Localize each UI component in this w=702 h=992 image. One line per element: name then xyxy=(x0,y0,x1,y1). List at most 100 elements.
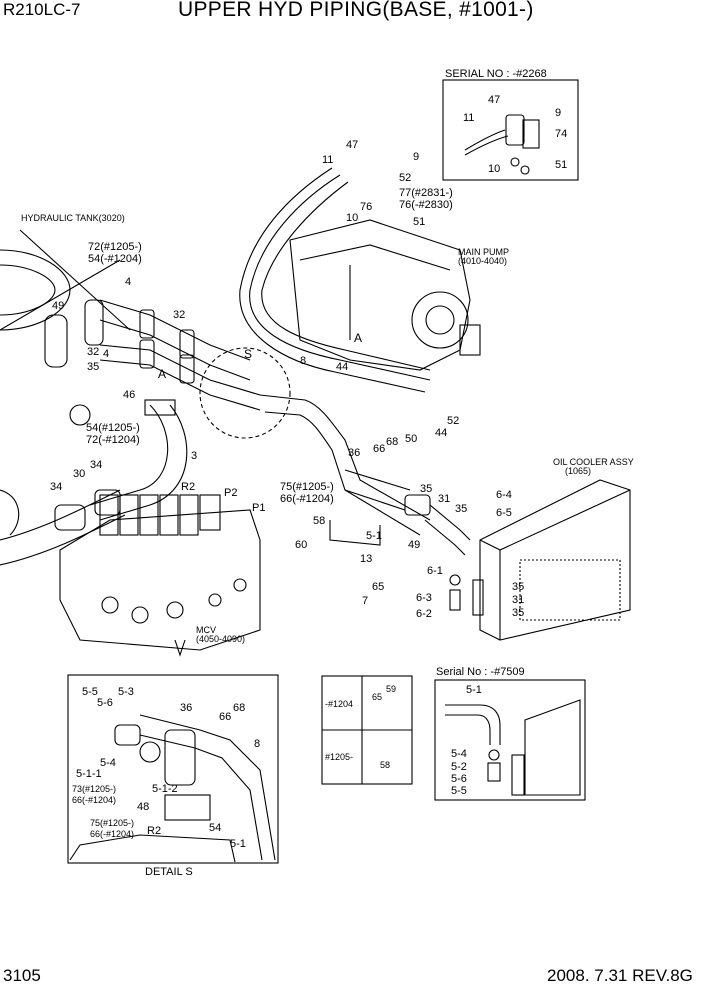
detail-75: 75(#1205-) xyxy=(90,818,134,828)
serial-top-part-47: 47 xyxy=(488,94,500,106)
part-35a: 35 xyxy=(87,361,99,373)
serial-top-part-51: 51 xyxy=(555,159,567,171)
mcv-shape xyxy=(59,509,261,651)
part-72a: 72(#1205-) xyxy=(88,241,142,253)
detail-66c: 66(-#1204) xyxy=(90,829,134,839)
detail-5-1-2: 5-1-2 xyxy=(152,783,178,795)
serial-bottom-5-6: 5-6 xyxy=(451,773,467,785)
mcv-label: MCV xyxy=(196,625,216,635)
part-54a: 54(-#1204) xyxy=(88,253,142,265)
part-6-3: 6-3 xyxy=(416,592,432,604)
part-9: 9 xyxy=(413,151,419,163)
part-35e: 35 xyxy=(512,607,524,619)
serial-top-part-74: 74 xyxy=(555,128,567,140)
part-6-5: 6-5 xyxy=(496,507,512,519)
main-pump-label: MAIN PUMP xyxy=(458,247,509,257)
detail-s-marker: S xyxy=(244,347,252,361)
detail-54: 54 xyxy=(209,822,221,834)
oil-cooler-shape xyxy=(479,479,631,641)
hydraulic-tank-label: HYDRAULIC TANK(3020) xyxy=(21,213,125,223)
serial-bottom-title: Serial No : -#7509 xyxy=(436,666,525,678)
part-34a: 34 xyxy=(90,459,102,471)
part-6-1: 6-1 xyxy=(427,565,443,577)
part-4a: 4 xyxy=(125,276,131,288)
part-77: 77(#2831-) xyxy=(399,187,453,199)
detail-s-frame xyxy=(67,674,279,864)
part-7: 7 xyxy=(362,595,368,607)
part-76: 76 xyxy=(360,201,372,213)
page-title: UPPER HYD PIPING(BASE, #1001-) xyxy=(178,0,534,21)
detail-s-caption: DETAIL S xyxy=(145,866,193,878)
part-44a: 44 xyxy=(336,361,348,373)
detail-5-6: 5-6 xyxy=(97,697,113,709)
part-49a: 49 xyxy=(52,300,64,312)
part-47: 47 xyxy=(346,139,358,151)
model-code: R210LC-7 xyxy=(3,0,81,19)
part-60: 60 xyxy=(295,539,307,551)
part-30: 30 xyxy=(73,468,85,480)
part-34b: 34 xyxy=(50,481,62,493)
detail-8: 8 xyxy=(254,738,260,750)
part-4b: 4 xyxy=(103,348,109,360)
part-54b: 54(#1205-) xyxy=(86,422,140,434)
part-31a: 31 xyxy=(438,493,450,505)
part-8: 8 xyxy=(300,355,306,367)
part-44b: 44 xyxy=(435,427,447,439)
part-13: 13 xyxy=(360,553,372,565)
part-49b: 49 xyxy=(408,539,420,551)
part-32a: 32 xyxy=(173,309,185,321)
inset-row2-label: #1205- xyxy=(325,752,353,762)
part-10: 10 xyxy=(346,212,358,224)
detail-36: 36 xyxy=(180,702,192,714)
part-35c: 35 xyxy=(455,503,467,515)
revision-date: 2008. 7.31 REV.8G xyxy=(547,966,693,985)
part-50: 50 xyxy=(405,433,417,445)
view-a-marker: A xyxy=(158,367,166,381)
part-35b: 35 xyxy=(420,483,432,495)
part-68: 68 xyxy=(386,436,398,448)
detail-68: 68 xyxy=(233,702,245,714)
part-6-2: 6-2 xyxy=(416,608,432,620)
part-66b: 66(-#1204) xyxy=(280,493,334,505)
part-5-1: 5-1 xyxy=(366,530,382,542)
part-46: 46 xyxy=(123,389,135,401)
detail-73: 73(#1205-) xyxy=(72,784,116,794)
mcv-code: (4050-4090) xyxy=(196,634,245,644)
p1-label: P1 xyxy=(252,502,265,514)
detail-5-4: 5-4 xyxy=(100,757,116,769)
part-51: 51 xyxy=(413,216,425,228)
detail-66: 66 xyxy=(219,711,231,723)
part-75: 75(#1205-) xyxy=(280,481,334,493)
inset-row1-label: -#1204 xyxy=(325,699,353,709)
page-number: 3105 xyxy=(3,966,41,985)
part-76b: 76(-#2830) xyxy=(399,199,453,211)
detail-5-1: 5-1 xyxy=(230,838,246,850)
part-36: 36 xyxy=(348,447,360,459)
part-72b: 72(-#1204) xyxy=(86,434,140,446)
detail-5-3: 5-3 xyxy=(118,686,134,698)
main-pump-code: (4010-4040) xyxy=(458,256,507,266)
inset-row1-a: 65 xyxy=(372,692,382,702)
hydraulic-tank-shape xyxy=(0,249,71,331)
part-58: 58 xyxy=(313,515,325,527)
inset-row1-b: 59 xyxy=(386,684,396,694)
serial-bottom-5-2: 5-2 xyxy=(451,761,467,773)
part-31b: 31 xyxy=(512,594,524,606)
detail-s-marker-circle xyxy=(199,347,291,439)
serial-bottom-5-4: 5-4 xyxy=(451,748,467,760)
detail-5-5: 5-5 xyxy=(82,686,98,698)
part-66: 66 xyxy=(373,443,385,455)
serial-top-part-11: 11 xyxy=(463,112,474,124)
detail-r2: R2 xyxy=(147,825,161,837)
view-a2-marker: A xyxy=(354,331,362,345)
serial-bottom-5-5: 5-5 xyxy=(451,785,467,797)
part-3: 3 xyxy=(191,450,197,462)
part-35d: 35 xyxy=(512,581,524,593)
serial-top-part-9: 9 xyxy=(555,107,561,119)
part-32b: 32 xyxy=(87,346,99,358)
serial-top-part-10: 10 xyxy=(488,163,500,175)
r2-label: R2 xyxy=(181,481,195,493)
part-52: 52 xyxy=(399,172,411,184)
part-65: 65 xyxy=(372,581,384,593)
